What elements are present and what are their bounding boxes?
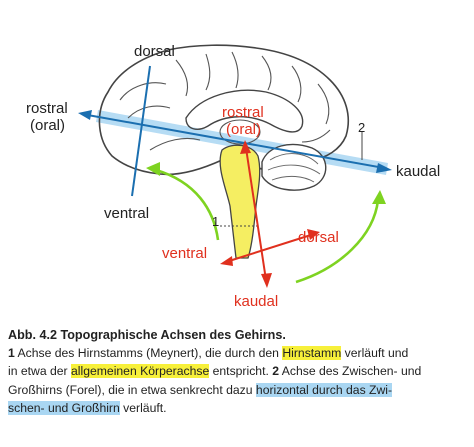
caption-line-1: 1 Achse des Hirnstamms (Meynert), die du…: [8, 344, 468, 362]
green-arrowhead-left: [146, 162, 160, 176]
caption-line-3-text-a: Großhirns (Forel), die in etwa senkrecht…: [8, 382, 256, 397]
label-kaudal-red: kaudal: [234, 293, 278, 310]
green-curved-arrow-left: [155, 168, 220, 241]
cerebellum: [261, 143, 327, 191]
caption-line-1-text-a: Achse des Hirnstamms (Meynert), die durc…: [14, 346, 283, 361]
caption-line-2-text-c: Achse des Zwischen- und: [279, 364, 422, 379]
axis-2-rostral-kaudal: [81, 113, 385, 169]
axis-1-arrowhead-left: [220, 256, 233, 266]
axis-2-arrowhead-right: [376, 163, 392, 173]
caption-line-2-text-b: entspricht.: [209, 364, 273, 379]
label-rostral-oral-left-2: (oral): [30, 117, 65, 134]
label-dorsal-top: dorsal: [134, 43, 175, 60]
caption-axis-2-number: 2: [272, 364, 280, 379]
label-rostral-red-1: rostral: [222, 104, 264, 121]
corpus-callosum: [185, 89, 304, 133]
caption-highlight-koerperachse: allgemeinen Körperachse: [71, 364, 210, 379]
brain-axes-figure: dorsal rostral (oral) ventral kaudal 2 r…: [26, 43, 440, 310]
axis-1-arrowhead-up: [240, 140, 251, 154]
caption-highlight-zwischen-grosshirn: schen- und Großhirn: [8, 400, 120, 415]
label-number-1: 1: [212, 214, 219, 229]
green-arrowhead-right: [372, 190, 386, 204]
caption-line-2-text-a: in etwa der: [8, 364, 72, 379]
axis-2-arrowhead-left: [78, 110, 92, 120]
gyri-lines: [119, 51, 331, 151]
caption-highlight-horizontal: horizontal durch das Zwi-: [255, 382, 393, 397]
label-number-2: 2: [358, 120, 365, 135]
axis-1-dorsal-ventral: [225, 233, 315, 263]
caption-line-4-text-a: verläuft.: [119, 400, 167, 415]
axis-1-arrowhead-right: [307, 229, 320, 240]
axis-1-arrowhead-down: [261, 273, 272, 288]
caption-line-4: schen- und Großhirn verläuft.: [8, 399, 468, 417]
caption-axis-1-number: 1: [8, 346, 15, 361]
caption-highlight-hirnstamm: Hirnstamm: [282, 346, 342, 361]
label-ventral-left: ventral: [104, 205, 149, 222]
caption-title: Abb. 4.2 Topographische Achsen des Gehir…: [8, 328, 286, 342]
label-rostral-red-2: (oral): [226, 121, 261, 138]
cerebrum-outline: [98, 44, 350, 176]
axis-1-rostral-kaudal: [245, 147, 267, 281]
figure-caption: Abb. 4.2 Topographische Achsen des Gehir…: [8, 326, 468, 417]
label-ventral-red: ventral: [162, 245, 207, 262]
thalamus: [219, 119, 261, 145]
axis-2-dorsal-ventral: [131, 65, 151, 197]
caption-line-2: in etwa der allgemeinen Körperachse ents…: [8, 362, 468, 380]
label-kaudal-right: kaudal: [396, 163, 440, 180]
caption-line-3: Großhirns (Forel), die in etwa senkrecht…: [8, 381, 468, 399]
label-dorsal-red: dorsal: [298, 229, 339, 246]
label-rostral-oral-left-1: rostral: [26, 100, 68, 117]
green-curved-arrow-right: [295, 199, 380, 284]
caption-line-1-text-b: verläuft und: [341, 346, 409, 361]
